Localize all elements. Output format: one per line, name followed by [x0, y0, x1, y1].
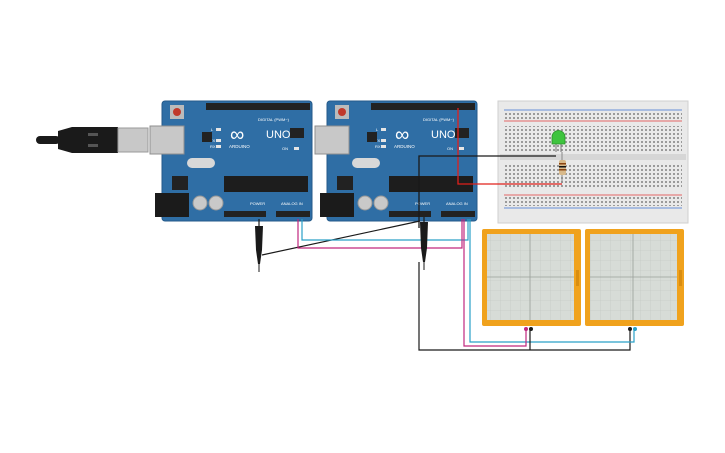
arduino-2-digital-label: DIGITAL (PWM~) [423, 117, 455, 122]
breadboard-center-channel [500, 154, 686, 160]
arduino-1-rx-label: RX [210, 144, 216, 149]
plotter-1-terminal-b[interactable] [529, 327, 533, 331]
wire-magenta-plotter[interactable] [463, 219, 527, 347]
arduino-2-analog-header [441, 211, 475, 217]
arduino-1-model: UNO [266, 129, 291, 141]
arduino-1-on-label: ON [282, 146, 288, 151]
arduino-1-l-led-label: L [211, 127, 214, 132]
arduino-1-brand: ARDUINO [229, 144, 250, 149]
arduino-1-logo: ∞ [230, 124, 244, 146]
wire-black-gnd-breadboard[interactable] [418, 155, 556, 228]
arduino-1-icsp [290, 128, 304, 138]
arduino-2-power-jack [320, 193, 354, 217]
arduino-2-rx-label: RX [375, 144, 381, 149]
arduino-2-crystal [352, 158, 380, 168]
arduino-2-capacitor-a [357, 195, 373, 211]
plotter-2[interactable] [585, 229, 684, 331]
arduino-1-crystal [187, 158, 215, 168]
arduino-1-power-header [224, 211, 266, 217]
wire-cyan-plotter[interactable] [469, 219, 635, 343]
arduino-1-usb-chip [202, 132, 212, 142]
arduino-1-capacitor-b [208, 195, 224, 211]
wire-red-signal[interactable] [457, 108, 562, 185]
arduino-1-tx-label: TX [210, 138, 215, 143]
arduino-1-analog-label: ANALOG IN [281, 201, 303, 206]
arduino-1-digital-label: DIGITAL (PWM~) [258, 117, 290, 122]
resistor-icon[interactable] [559, 152, 566, 183]
arduino-uno-1[interactable]: DIGITAL (PWM~) ∞ ARDUINO UNO L TX RX ON … [149, 100, 313, 222]
usb-plug-icon [58, 127, 118, 153]
arduino-2-tx-label: TX [375, 138, 380, 143]
led-icon[interactable] [551, 130, 566, 153]
wire-cyan-a1[interactable] [301, 219, 469, 241]
arduino-2-model: UNO [431, 129, 456, 141]
arduino-1-power-label: POWER [250, 201, 265, 206]
plotter-2-terminal-a[interactable] [628, 327, 632, 331]
wire-black-clip-link[interactable] [261, 220, 421, 256]
arduino-1-analog-header [276, 211, 310, 217]
wire-black-plotter[interactable] [418, 262, 631, 351]
arduino-2-icsp [455, 128, 469, 138]
arduino-2-capacitor-b [373, 195, 389, 211]
breadboard[interactable] [497, 100, 689, 224]
arduino-2-power-header [389, 211, 431, 217]
arduino-uno-2[interactable]: DIGITAL (PWM~) ∞ ARDUINO UNO L TX RX ON … [314, 100, 478, 222]
arduino-2-atmega-chip [389, 176, 473, 192]
arduino-1-atmega-chip [224, 176, 308, 192]
plotter-1-terminal-a[interactable] [524, 327, 528, 331]
arduino-2-logo: ∞ [395, 124, 409, 146]
plotter-2-terminal-b[interactable] [633, 327, 637, 331]
plotter-1[interactable] [482, 229, 581, 331]
alligator-clip-icon[interactable] [420, 217, 428, 270]
arduino-2-analog-label: ANALOG IN [446, 201, 468, 206]
arduino-2-digital-header [371, 103, 475, 110]
arduino-1-regulator [172, 176, 188, 190]
arduino-1-capacitor-a [192, 195, 208, 211]
arduino-2-power-label: POWER [415, 201, 430, 206]
arduino-2-regulator [337, 176, 353, 190]
arduino-2-usb-jack [314, 125, 350, 155]
wires [261, 108, 635, 351]
arduino-1-digital-header [206, 103, 310, 110]
arduino-1-usb-jack [149, 125, 185, 155]
arduino-2-usb-chip [367, 132, 377, 142]
alligator-clip-icon[interactable] [255, 219, 263, 272]
usb-cable[interactable] [36, 127, 149, 153]
arduino-2-brand: ARDUINO [394, 144, 415, 149]
usb-plug-metal [117, 127, 149, 153]
wire-magenta-a1[interactable] [297, 219, 463, 249]
arduino-2-on-label: ON [447, 146, 453, 151]
usb-cable-wire [36, 136, 60, 144]
arduino-1-power-jack [155, 193, 189, 217]
arduino-2-l-led-label: L [376, 127, 379, 132]
